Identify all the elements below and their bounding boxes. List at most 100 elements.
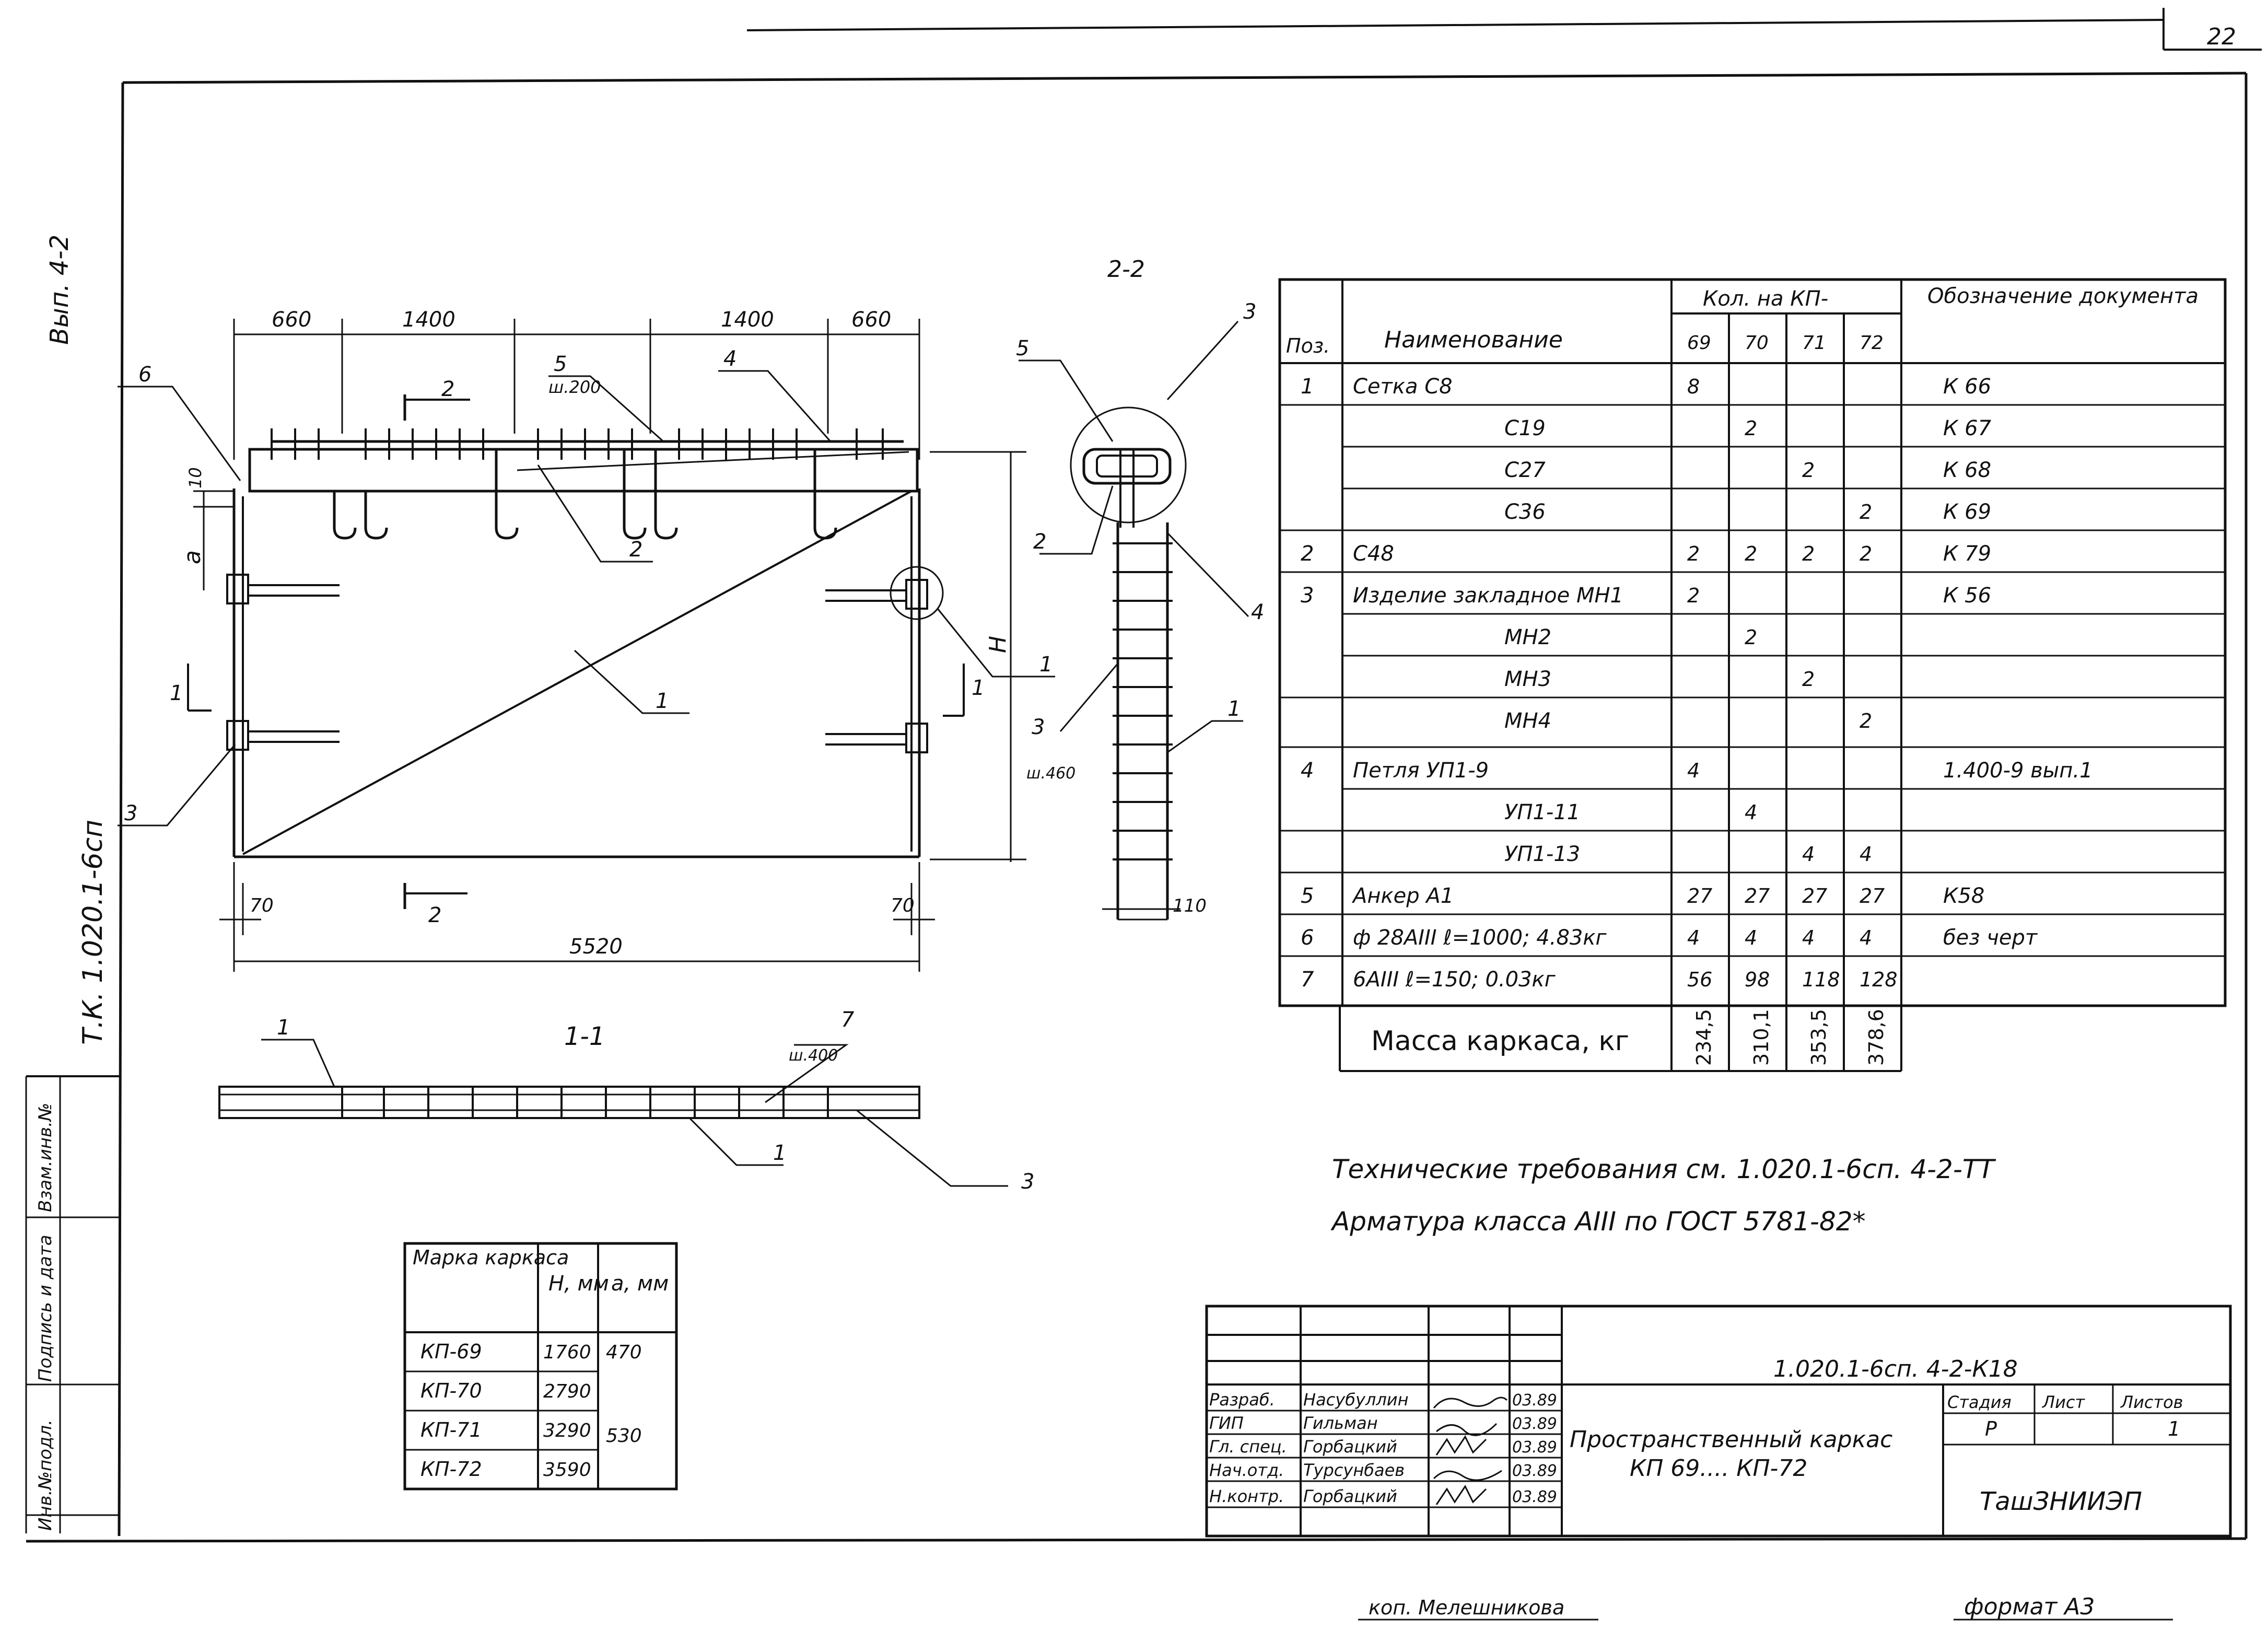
spec-row-qty: 27 — [1687, 885, 1712, 907]
spec-header-doc: Обозначение документа — [1927, 284, 2199, 308]
spec-row-qty: 2 — [1860, 501, 1872, 523]
section-1-1-spacing-7: ш.400 — [789, 1046, 838, 1065]
marks-row-H: 3290 — [543, 1420, 591, 1441]
series-code: Т.К. 1.020.1-6сп — [77, 820, 109, 1045]
title-role: Н.контр. — [1209, 1486, 1284, 1506]
title-role-name: Горбацкий — [1303, 1437, 1397, 1457]
spec-row-qty: 27 — [1745, 885, 1770, 907]
title-sheets-label: Листов — [2120, 1392, 2183, 1412]
spec-row-qty: 2 — [1802, 459, 1815, 482]
leader-4: 4 — [723, 347, 736, 371]
title-role: ГИП — [1209, 1413, 1244, 1433]
note-reinforcement-class: Арматура класса АIII по ГОСТ 5781-82* — [1330, 1206, 1866, 1237]
spec-row-name: С27 — [1504, 458, 1546, 482]
dim-H: Н — [985, 636, 1011, 653]
signature-scribbles — [1433, 1397, 1508, 1505]
spec-row-qty: 98 — [1745, 968, 1770, 991]
spec-mass-label: Масса каркаса, кг — [1371, 1026, 1629, 1057]
spec-row-name: Петля УП1-9 — [1353, 759, 1489, 783]
title-role: Гл. спец. — [1209, 1437, 1287, 1457]
dim-top-1400-left: 1400 — [402, 308, 455, 332]
leader-6: 6 — [138, 363, 151, 387]
section-2-2-leader-5: 5 — [1016, 336, 1029, 360]
marks-row-H: 1760 — [543, 1342, 591, 1363]
spec-row-doc: К 56 — [1943, 584, 1991, 608]
title-line-1: Пространственный каркас — [1570, 1426, 1892, 1453]
spec-row-qty: 8 — [1687, 375, 1700, 398]
spec-row-name: МН2 — [1504, 625, 1551, 649]
spec-row-qty: 2 — [1745, 542, 1757, 565]
marks-row-mark: КП-70 — [420, 1379, 482, 1402]
spec-row-doc: 1.400-9 вып.1 — [1943, 759, 2093, 783]
spec-row-qty: 4 — [1745, 801, 1757, 824]
spec-row-qty: 2 — [1802, 668, 1815, 691]
section-mark-2-bottom: 2 — [428, 903, 441, 927]
spec-row-doc: К58 — [1943, 884, 1984, 908]
spec-row-qty: 27 — [1860, 885, 1885, 907]
replacement-inv-label: Взам.инв.№ — [35, 1103, 56, 1212]
spec-mass-71: 353,5 — [1807, 1009, 1830, 1066]
marks-row-mark: КП-69 — [420, 1340, 482, 1363]
dim-top-660-left: 660 — [272, 308, 311, 332]
note-technical-requirements: Технические требования см. 1.020.1-6сп. … — [1332, 1154, 1996, 1184]
stirrup-ticks — [1113, 542, 1173, 860]
spec-mass-70: 310,1 — [1750, 1009, 1773, 1066]
leader-1-right: 1 — [1039, 653, 1053, 677]
spec-mass-72: 378,6 — [1865, 1009, 1888, 1066]
anchor-ticks — [271, 428, 884, 460]
section-1-1-leader-7: 7 — [841, 1008, 855, 1032]
sheet-frame — [25, 8, 2262, 1543]
spec-row-pos: 4 — [1301, 759, 1314, 783]
lifting-loops — [333, 449, 837, 540]
leader-5: 5 — [554, 352, 567, 376]
spec-row-qty: 27 — [1802, 885, 1827, 907]
spec-row-lines — [1280, 404, 2225, 957]
spec-row-name: УП1-13 — [1504, 842, 1580, 866]
marks-row-H: 3590 — [543, 1459, 591, 1481]
spec-row-qty: 2 — [1860, 709, 1872, 732]
section-2-2-title: 2-2 — [1107, 256, 1145, 283]
dim-top-660-right: 660 — [851, 308, 891, 332]
leader-2: 2 — [629, 538, 642, 562]
section-2-2-leader-7: 3 — [1032, 715, 1045, 739]
spec-row-qty: 2 — [1860, 542, 1872, 565]
spec-row-name: 6АIII ℓ=150; 0.03кг — [1353, 968, 1556, 992]
section-2-2-leader-1: 1 — [1227, 697, 1241, 721]
spec-row-qty: 118 — [1802, 968, 1840, 991]
title-role: Разраб. — [1209, 1390, 1275, 1410]
title-role-date: 03.89 — [1512, 1415, 1557, 1433]
spec-row-name: УП1-11 — [1504, 800, 1580, 824]
spec-header-pos: Поз. — [1286, 334, 1330, 357]
copied-by: коп. Мелешникова — [1369, 1596, 1564, 1619]
spec-row-name: ф 28АIII ℓ=1000; 4.83кг — [1353, 926, 1607, 950]
spec-row-qty: 4 — [1687, 926, 1700, 949]
section-1-1: 1-1 1 7 ш.400 1 3 — [218, 1008, 1034, 1194]
spec-row-qty: 4 — [1745, 926, 1757, 949]
dim-70-left: 70 — [250, 895, 274, 916]
title-role: Нач.отд. — [1209, 1460, 1284, 1480]
spec-row-name: МН3 — [1504, 667, 1551, 691]
spec-row-qty: 4 — [1860, 843, 1872, 866]
leader-1-diagonal: 1 — [656, 689, 669, 713]
marks-row-H: 2790 — [543, 1381, 591, 1402]
elevation-view: 660 1400 1400 660 — [118, 308, 1055, 972]
spec-row-doc: К 66 — [1943, 375, 1991, 399]
spec-row-doc: К 69 — [1943, 500, 1991, 524]
spec-mass-69: 234,5 — [1692, 1009, 1715, 1066]
leader-3: 3 — [124, 801, 137, 825]
spec-row-qty: 56 — [1687, 968, 1712, 991]
spec-row-qty: 2 — [1687, 584, 1700, 607]
marks-header-mark-text: Марка каркаса — [413, 1246, 569, 1269]
title-block: 1.020.1-6сп. 4-2-К18 Пространственный ка… — [1205, 1305, 2232, 1538]
spec-header-qty-group: Кол. на КП- — [1703, 287, 1828, 311]
spec-header-qty-69: 69 — [1687, 332, 1711, 354]
spec-row-name: МН4 — [1504, 709, 1551, 733]
spec-header-qty-72: 72 — [1860, 332, 1884, 354]
title-role-name: Гильман — [1303, 1413, 1378, 1433]
spec-row-pos: 7 — [1301, 968, 1314, 992]
spec-row-qty: 2 — [1687, 542, 1700, 565]
